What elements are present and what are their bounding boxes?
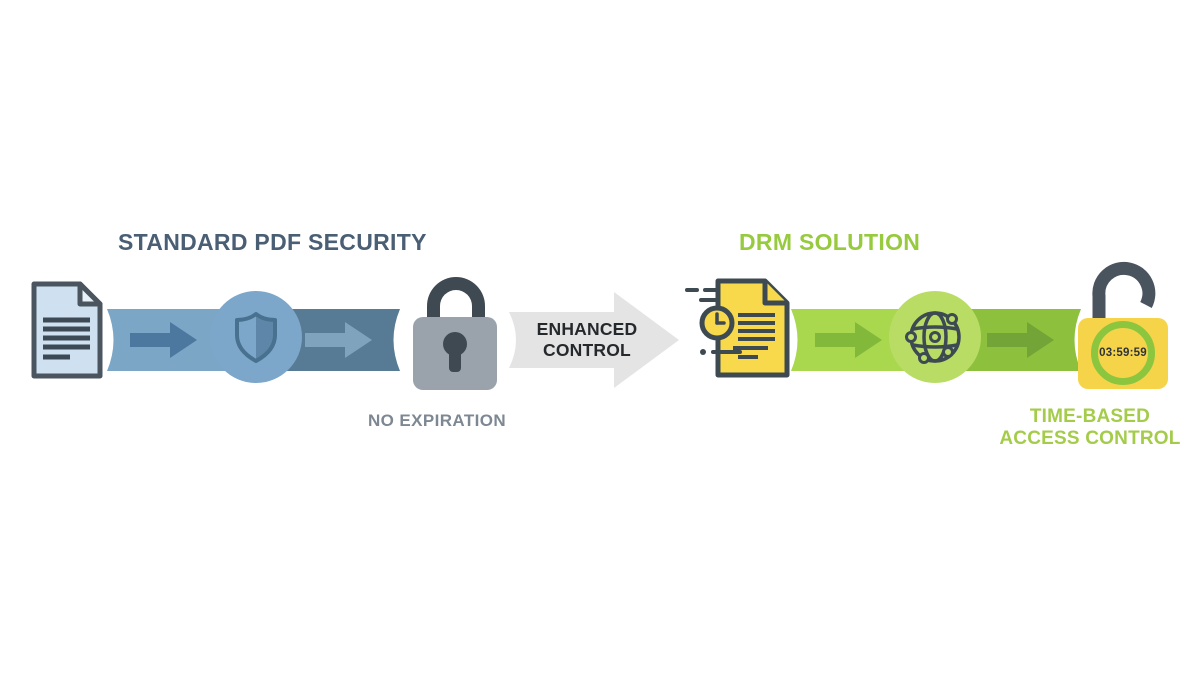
timer-ring: 03:59:59 [1091,321,1155,385]
open-shackle-icon [1092,261,1156,328]
keyhole-stem [449,349,461,372]
document-icon [31,281,103,379]
arrow-right-icon [987,322,1054,358]
no-expiration-caption: NO EXPIRATION [367,411,507,430]
arrow-right-icon [130,322,197,358]
locked-padlock-icon [413,317,497,390]
time-based-line1: TIME-BASED [1029,406,1151,427]
time-based-access-caption: TIME-BASED ACCESS CONTROL [990,406,1190,450]
drm-solution-title: DRM SOLUTION [739,229,921,255]
globe-badge [889,291,981,383]
arrow-right-icon [305,322,372,358]
shield-icon [235,312,277,363]
enhanced-control-arrow [509,292,679,388]
fast-document-clock-icon [685,278,790,378]
arrow-right-icon [815,322,882,358]
globe-network-icon [905,311,961,364]
countdown-timer: 03:59:59 [1099,347,1147,359]
standard-pdf-security-title: STANDARD PDF SECURITY [118,229,427,255]
enhanced-label-line2: CONTROL [543,340,631,360]
time-based-line2: ACCESS CONTROL [999,428,1181,449]
enhanced-control-label: ENHANCED CONTROL [527,319,647,361]
enhanced-label-line1: ENHANCED [536,319,638,339]
shield-badge [210,291,302,383]
